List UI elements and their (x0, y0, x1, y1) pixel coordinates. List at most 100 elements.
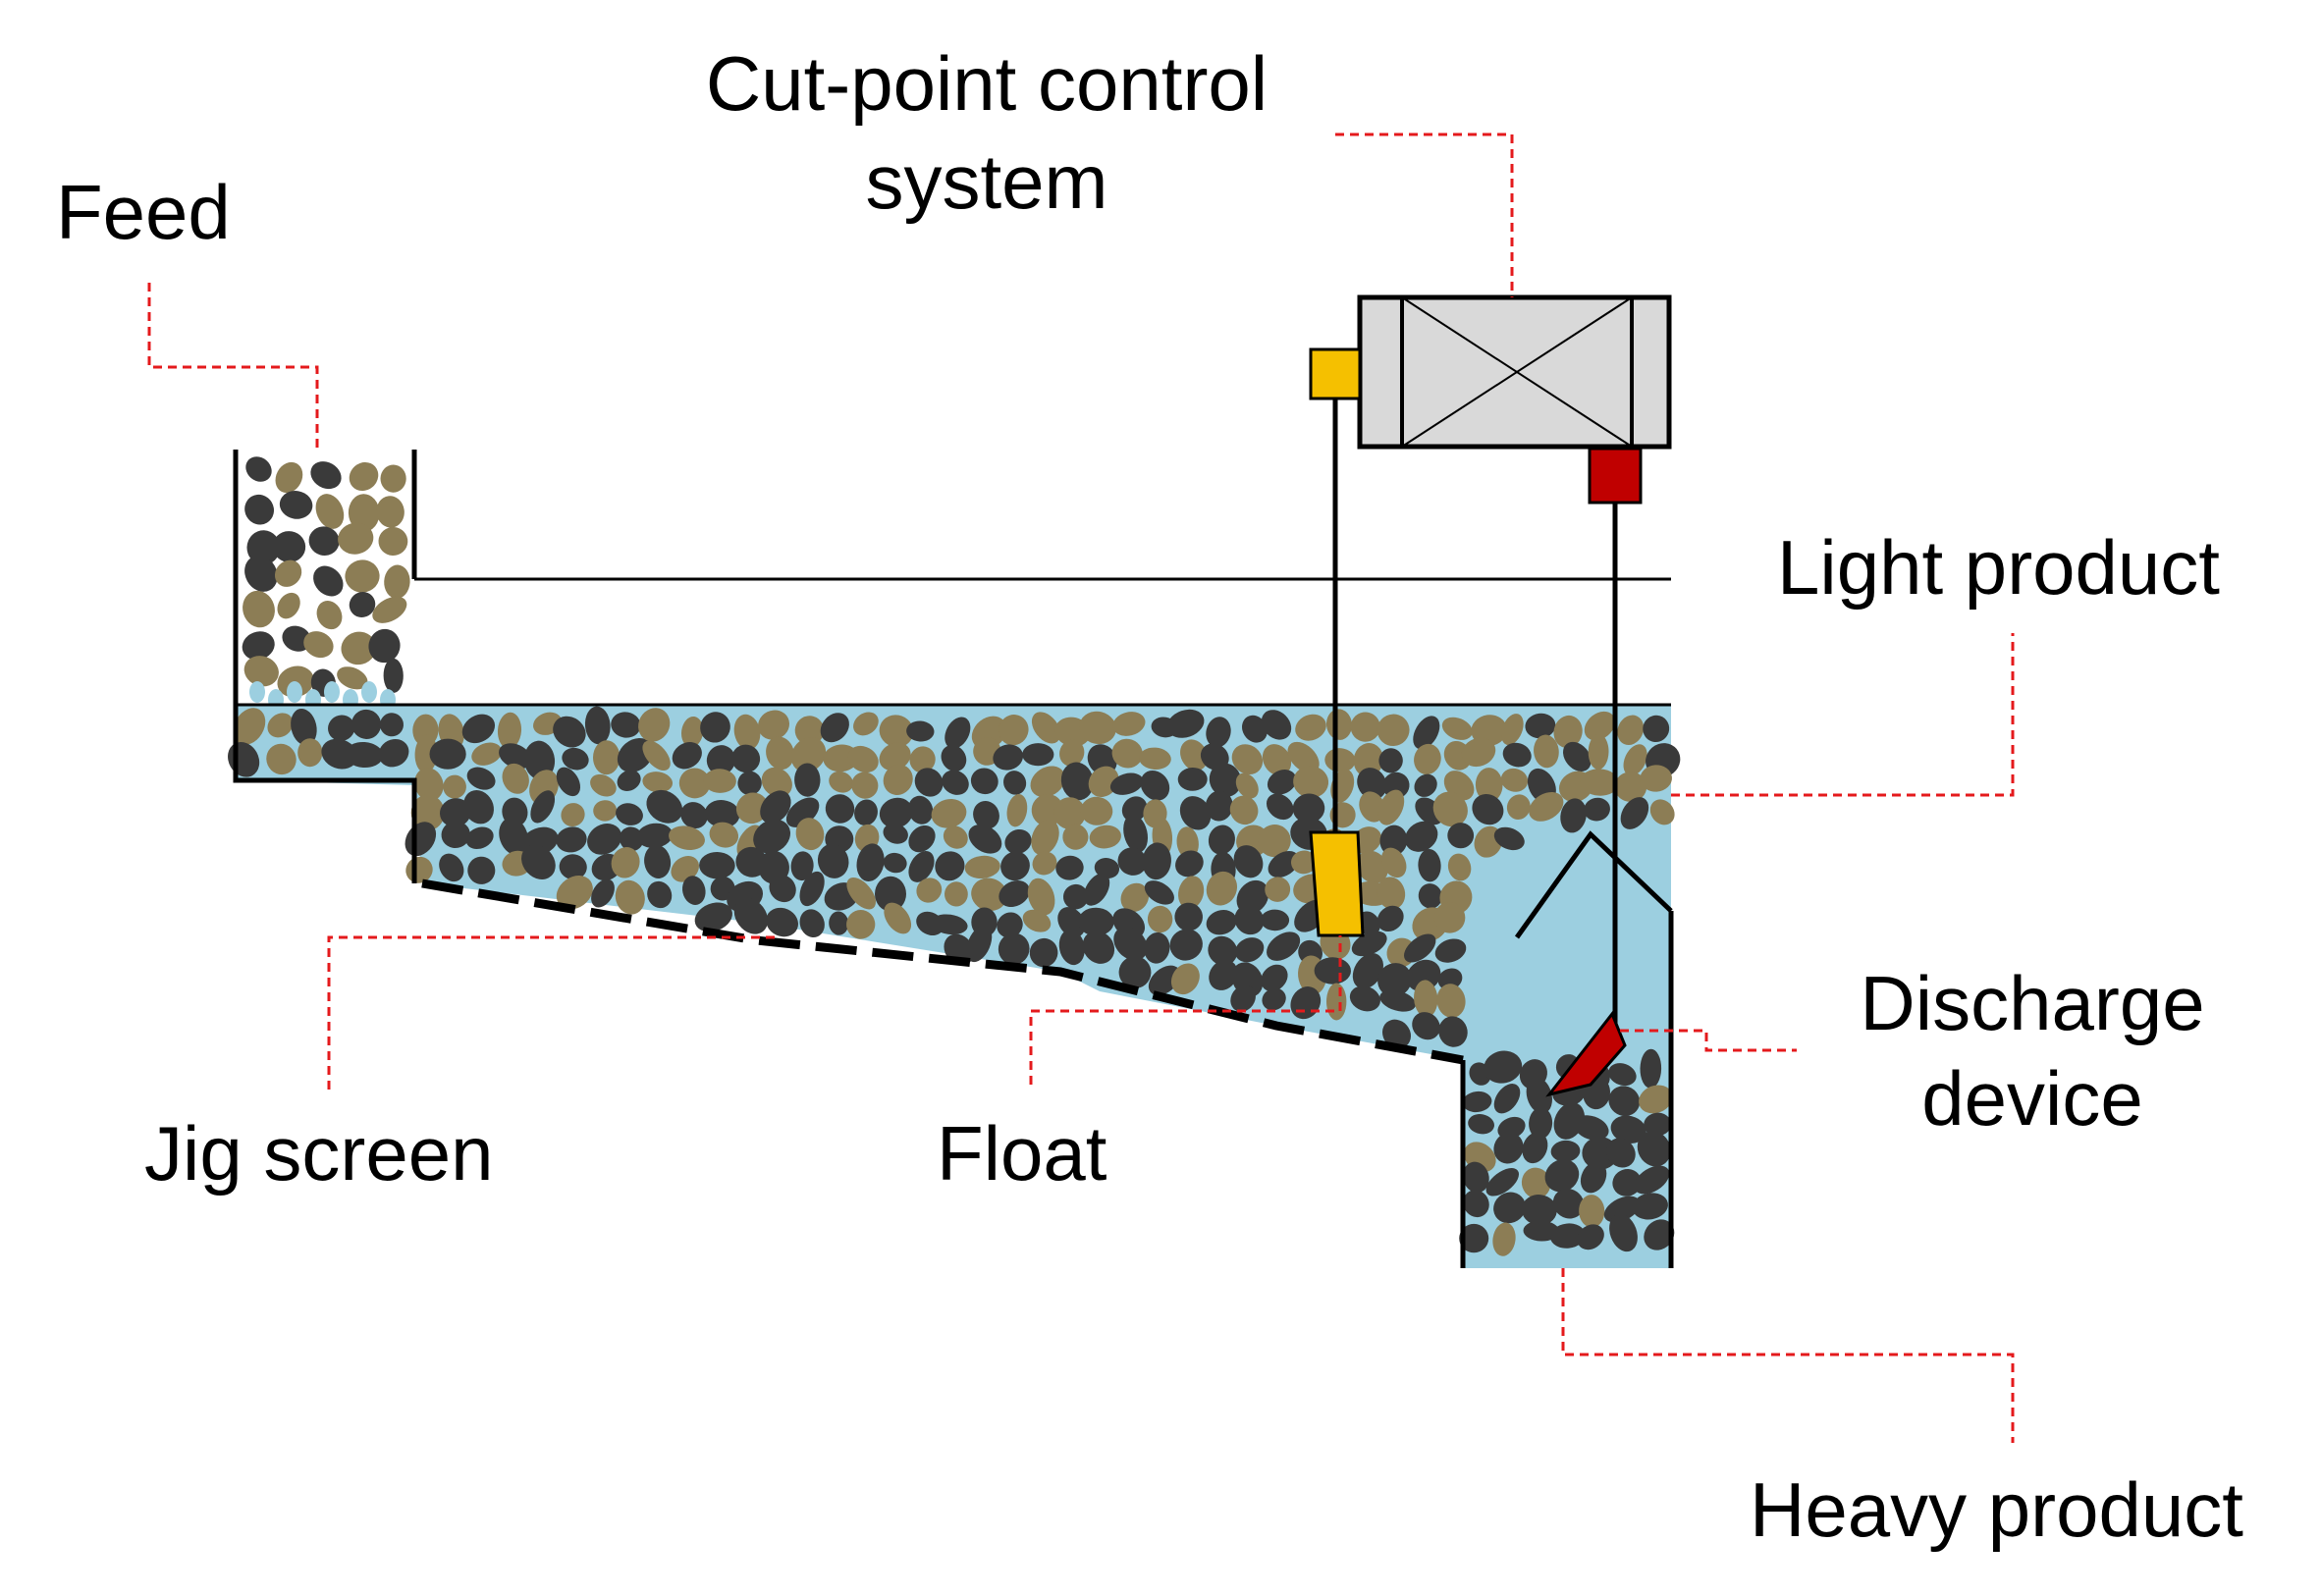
heavy-particle (1378, 748, 1403, 773)
heavy-particle (647, 880, 673, 909)
heavy-particle (1493, 1192, 1526, 1224)
heavy-particle (1462, 1161, 1489, 1194)
light-particle (671, 856, 699, 882)
light-particle (1059, 739, 1085, 767)
heavy-particle (1405, 821, 1438, 852)
heavy-particle (931, 914, 968, 935)
light-particle (1350, 712, 1380, 742)
heavy-particle (584, 706, 611, 745)
heavy-particle (279, 491, 313, 519)
light-particle (1534, 734, 1559, 769)
heavy-particle (1403, 933, 1436, 963)
light-particle (1376, 714, 1410, 747)
heavy-particle (465, 826, 494, 849)
light-particle (1206, 871, 1238, 906)
heavy-particle (463, 790, 494, 825)
light-particle (943, 825, 968, 849)
heavy-particle (966, 925, 993, 963)
heavy-particle (245, 456, 272, 482)
heavy-particle (799, 909, 825, 938)
heavy-particle (1123, 814, 1149, 853)
label-light-product: Light product (1777, 524, 2220, 611)
light-particle (1617, 715, 1645, 746)
heavy-particle (1094, 857, 1120, 879)
heavy-particle (368, 628, 401, 664)
heavy-particle (1644, 1112, 1672, 1137)
heavy-particle (1230, 984, 1256, 1012)
light-particle (879, 715, 914, 748)
light-particle (243, 590, 275, 628)
heavy-particle (310, 461, 342, 490)
light-particle (1377, 789, 1405, 825)
light-particle (733, 714, 761, 750)
heavy-particle (328, 715, 355, 741)
heavy-particle (998, 932, 1030, 965)
heavy-particle (883, 823, 908, 844)
light-particle (931, 798, 967, 828)
heavy-particle (1493, 826, 1525, 851)
light-particle (1027, 878, 1055, 916)
light-particle (971, 878, 1007, 912)
heavy-particle (1434, 938, 1467, 963)
heavy-particle (883, 852, 907, 874)
heavy-particle (733, 897, 769, 934)
heavy-particle (1113, 927, 1148, 961)
heavy-particle (553, 716, 586, 748)
heavy-particle (244, 555, 278, 592)
heavy-particle (1314, 957, 1351, 984)
light-particle (678, 768, 711, 799)
heavy-particle (973, 800, 999, 829)
heavy-particle (1447, 823, 1475, 849)
heavy-particle (829, 911, 849, 935)
light-particle (1553, 715, 1583, 749)
heavy-particle (313, 565, 344, 597)
water-droplet (380, 689, 396, 711)
light-particle (1475, 768, 1503, 803)
heavy-particle (644, 844, 672, 879)
light-particle (829, 771, 853, 793)
heavy-particle (999, 880, 1030, 907)
heavy-particle (1242, 715, 1268, 743)
heavy-particle (945, 717, 971, 749)
heavy-particle (682, 876, 706, 905)
light-particle (1649, 799, 1675, 825)
jig-screen-line (421, 878, 1464, 1065)
heavy-particle (1022, 743, 1054, 767)
light-particle (761, 767, 792, 798)
light-particle (669, 825, 705, 850)
light-particle (1262, 744, 1292, 776)
heavy-particle (1062, 883, 1089, 910)
label-heavy-product: Heavy product (1750, 1466, 2243, 1553)
heavy-particle (636, 823, 674, 848)
light-particle (1501, 714, 1524, 746)
heavy-particle (1206, 909, 1237, 935)
heavy-particle (1234, 937, 1265, 963)
light-particle (1178, 876, 1205, 910)
heavy-particle (1485, 1168, 1520, 1197)
light-particle (1433, 902, 1466, 933)
heavy-particle (1260, 909, 1290, 931)
heavy-particle (680, 802, 708, 829)
heavy-particle (1376, 905, 1404, 932)
light-particle (1080, 796, 1113, 825)
heavy-particle (530, 790, 556, 824)
heavy-particle (1000, 851, 1030, 881)
light-particle (757, 710, 790, 740)
heavy-particle (616, 803, 643, 825)
leader-lines (147, 133, 2015, 1443)
heavy-particle (1379, 825, 1408, 856)
label-feed: Feed (56, 169, 231, 255)
light-particle (1461, 737, 1496, 768)
light-particle (1492, 1222, 1516, 1256)
float-sensor-block (1309, 347, 1362, 400)
light-particle (348, 494, 380, 532)
heavy-particle (1612, 1169, 1642, 1197)
heavy-particle (1117, 847, 1148, 876)
heavy-particle (1234, 905, 1265, 935)
heavy-particle (1577, 1224, 1604, 1250)
heavy-particle (1550, 1140, 1581, 1162)
float-icon (1309, 830, 1365, 937)
heavy-particle (467, 856, 496, 884)
label-discharge-line1: Discharge (1860, 960, 2204, 1046)
heavy-particle (439, 853, 464, 882)
